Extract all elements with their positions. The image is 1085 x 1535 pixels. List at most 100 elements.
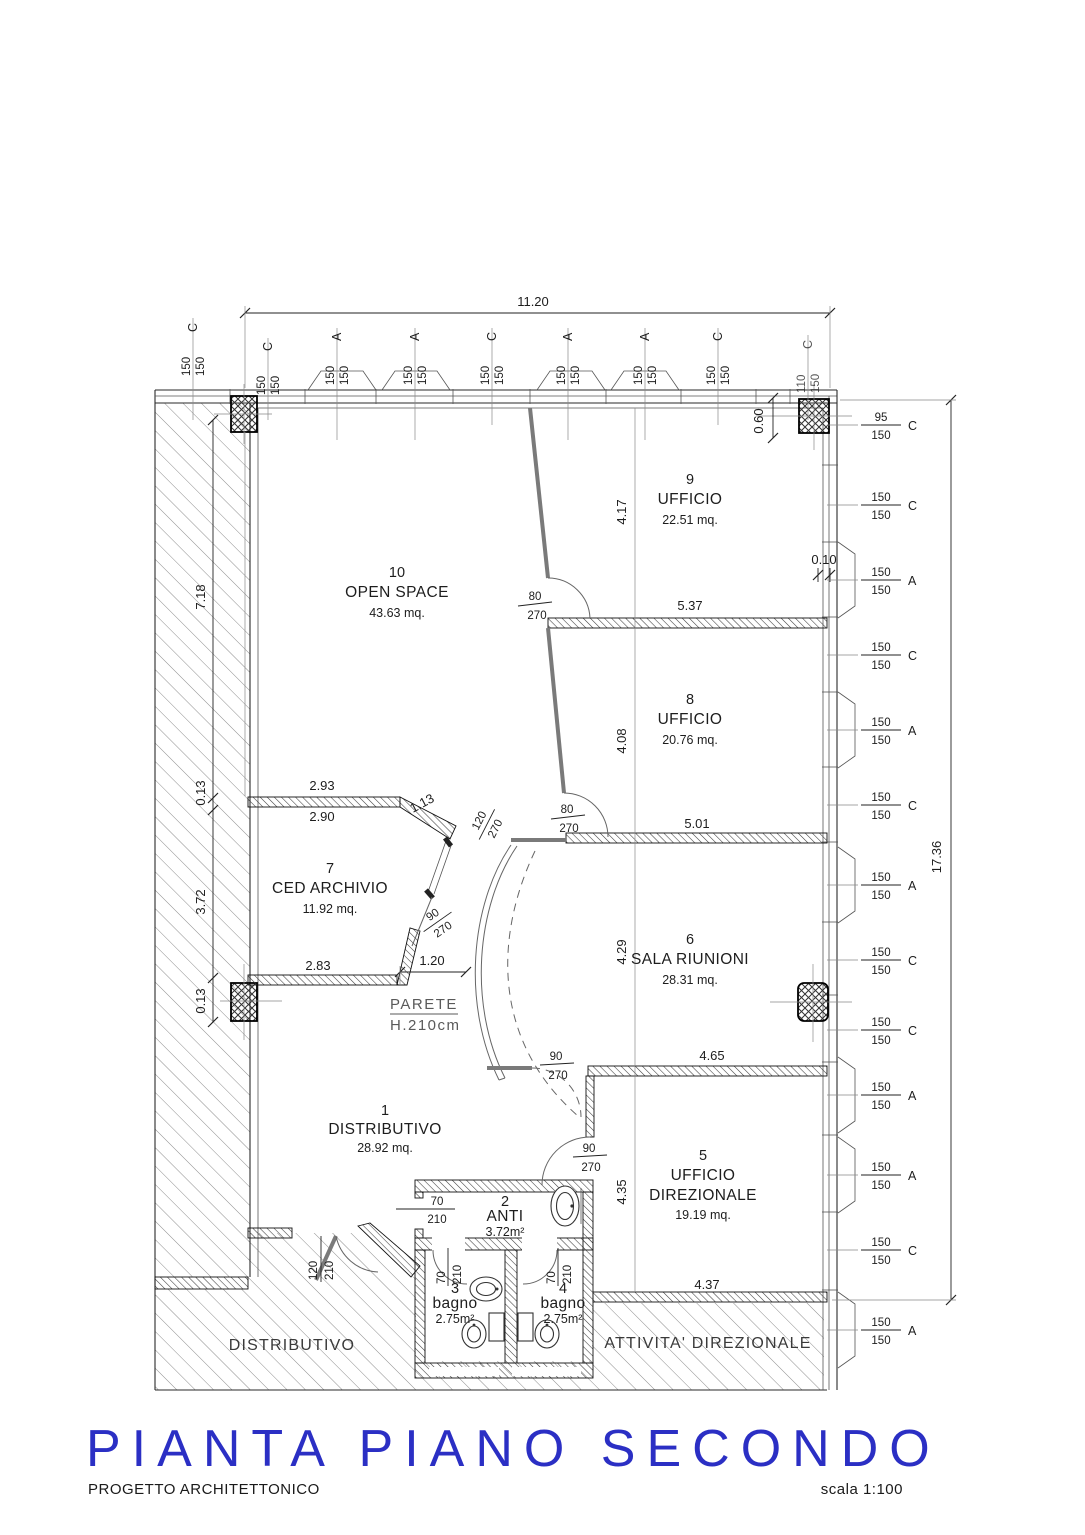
svg-text:H.210cm: H.210cm xyxy=(390,1017,461,1034)
door-label-bagno3: 70 210 xyxy=(436,1248,464,1286)
svg-text:270: 270 xyxy=(559,823,578,835)
svg-text:150: 150 xyxy=(810,374,822,393)
dim-h-direzionale: 4.35 xyxy=(614,1179,629,1204)
window-label-right-9: 150 150 C xyxy=(871,1017,917,1047)
window-label-right-10: 150 150 A xyxy=(871,1082,917,1112)
interior-walls xyxy=(154,407,828,1379)
svg-text:C: C xyxy=(186,323,200,332)
drawing-title: PIANTA PIANO SECONDO xyxy=(86,1420,941,1478)
window-label-top-2: 150 150 C xyxy=(256,342,282,395)
svg-text:150: 150 xyxy=(871,642,890,654)
door-label-ced: 90 270 xyxy=(423,907,455,941)
curved-low-wall-outer xyxy=(474,844,512,1081)
svg-text:150: 150 xyxy=(871,717,890,729)
ced-right-cap xyxy=(396,927,421,986)
partition-openspace-ufficio8 xyxy=(546,627,566,794)
svg-text:C: C xyxy=(908,954,917,968)
right-window-sills xyxy=(837,541,856,1369)
hatched-zones xyxy=(154,390,827,1391)
svg-text:DISTRIBUTIVO: DISTRIBUTIVO xyxy=(328,1121,441,1138)
wall-below-ufficio-direzionale xyxy=(592,1291,828,1303)
svg-text:270: 270 xyxy=(581,1162,600,1174)
corridor-stub-wall xyxy=(247,1227,293,1239)
svg-text:5: 5 xyxy=(699,1148,707,1164)
svg-text:120: 120 xyxy=(308,1261,320,1280)
svg-text:95: 95 xyxy=(875,412,888,424)
door-label-ufficio8: 80 270 xyxy=(550,804,586,835)
window-label-top-3: 150 150 A xyxy=(325,332,351,385)
ced-top-wall xyxy=(247,796,401,808)
sink-anti xyxy=(550,1185,582,1227)
room-labels: 10 OPEN SPACE 43.63 mq. 9 UFFICIO 22.51 … xyxy=(229,472,811,1354)
room-label-open-space: 10 OPEN SPACE 43.63 mq. xyxy=(345,565,449,620)
svg-text:6: 6 xyxy=(686,932,694,948)
svg-text:C: C xyxy=(261,342,275,351)
wall-note: PARETE H.210cm xyxy=(390,996,461,1034)
right-window-labels: 95 150 C 150 150 C 150 150 A 150 150 C 1… xyxy=(827,412,917,1347)
window-label-right-4: 150 150 C xyxy=(871,642,917,672)
svg-text:10: 10 xyxy=(389,565,405,581)
svg-text:150: 150 xyxy=(871,1335,890,1347)
svg-text:11.92 mq.: 11.92 mq. xyxy=(303,902,358,916)
toilet-bagno4 xyxy=(517,1312,560,1349)
svg-text:OPEN SPACE: OPEN SPACE xyxy=(345,584,449,601)
door-arc-bagno4 xyxy=(522,1249,558,1285)
svg-text:150: 150 xyxy=(325,366,337,385)
right-window-ticks xyxy=(822,464,838,1291)
svg-text:C: C xyxy=(908,799,917,813)
fixtures xyxy=(461,1185,582,1349)
svg-text:150: 150 xyxy=(871,585,890,597)
dim-ced-top-out: 2.93 xyxy=(309,778,334,793)
dim-left-1: 7.18 xyxy=(193,584,208,609)
window-label-top-9: 110 150 C xyxy=(796,340,822,393)
exterior-walls xyxy=(155,370,856,1390)
window-label-right-1: 95 150 C xyxy=(871,412,917,442)
svg-text:A: A xyxy=(638,332,652,341)
svg-text:9: 9 xyxy=(686,472,694,488)
svg-text:270: 270 xyxy=(527,610,546,622)
svg-text:150: 150 xyxy=(270,376,282,395)
room-label-distributivo: 1 DISTRIBUTIVO 28.92 mq. xyxy=(328,1103,441,1155)
svg-text:UFFICIO: UFFICIO xyxy=(671,1167,736,1184)
window-label-top-6: 150 150 A xyxy=(556,332,582,385)
dim-ced-top-in: 2.90 xyxy=(309,809,334,824)
dim-wall-offset: 0.10 xyxy=(811,552,836,567)
svg-text:C: C xyxy=(711,332,725,341)
svg-text:150: 150 xyxy=(871,965,890,977)
anti-top-wall xyxy=(414,1179,594,1193)
room-label-anti: 2 ANTI 3.72m² xyxy=(486,1194,525,1239)
svg-text:150: 150 xyxy=(871,1082,890,1094)
left-band-end-wall xyxy=(154,1276,249,1290)
svg-text:28.92 mq.: 28.92 mq. xyxy=(357,1141,413,1155)
svg-text:150: 150 xyxy=(871,1035,890,1047)
svg-text:3: 3 xyxy=(451,1281,459,1297)
svg-text:150: 150 xyxy=(181,357,193,376)
svg-text:270: 270 xyxy=(432,920,455,941)
svg-text:150: 150 xyxy=(871,567,890,579)
column-axis-lines xyxy=(214,384,852,1042)
door-label-anti: 70 210 xyxy=(427,1196,446,1226)
svg-text:bagno: bagno xyxy=(432,1295,477,1312)
svg-text:A: A xyxy=(908,1169,917,1183)
svg-text:150: 150 xyxy=(871,947,890,959)
svg-text:SALA RIUNIONI: SALA RIUNIONI xyxy=(631,951,749,968)
svg-text:8: 8 xyxy=(686,692,694,708)
window-label-right-3: 150 150 A xyxy=(871,567,917,597)
svg-text:4: 4 xyxy=(559,1281,567,1297)
svg-text:2.75m²: 2.75m² xyxy=(436,1312,475,1326)
svg-text:120: 120 xyxy=(470,810,489,833)
svg-text:PARETE: PARETE xyxy=(390,996,458,1013)
door-arc-corridoio xyxy=(335,1235,379,1273)
svg-text:270: 270 xyxy=(548,1070,567,1082)
svg-text:80: 80 xyxy=(529,591,542,603)
svg-text:3.72m²: 3.72m² xyxy=(486,1225,525,1239)
svg-text:90: 90 xyxy=(583,1143,596,1155)
svg-text:80: 80 xyxy=(561,804,574,816)
ced-angled-wall xyxy=(399,796,457,840)
door-label-sala: 90 270 xyxy=(539,1051,575,1082)
bidet-bagno3 xyxy=(469,1276,503,1302)
svg-text:210: 210 xyxy=(324,1261,336,1280)
door-label-corridoio: 120 210 xyxy=(308,1236,336,1282)
dim-left-2: 0.13 xyxy=(193,780,208,805)
window-label-top-7: 150 150 A xyxy=(633,332,659,385)
